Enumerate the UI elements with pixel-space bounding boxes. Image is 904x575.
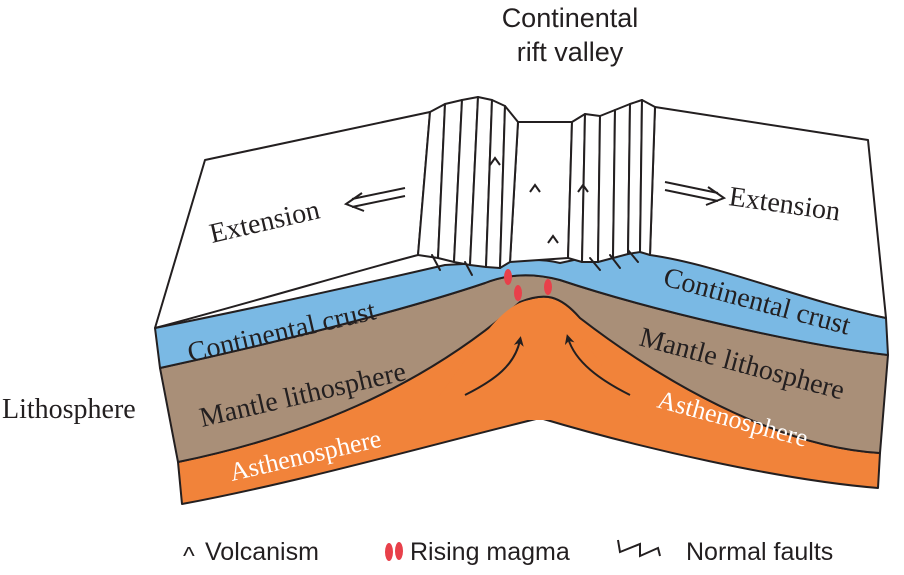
continental-crust-layer bbox=[154, 249, 889, 369]
magma-drop-icon bbox=[504, 269, 512, 285]
volcanism-icon bbox=[577, 183, 589, 193]
title-line-2: rift valley bbox=[517, 37, 624, 67]
magma-drop-icon bbox=[514, 285, 522, 301]
magma-drop-icon bbox=[385, 543, 393, 561]
flow-arrows bbox=[464, 334, 631, 396]
extension-arrow-right bbox=[664, 181, 727, 206]
double-arrow-icon bbox=[664, 181, 719, 194]
volcanism-icon bbox=[529, 183, 541, 193]
rift-floor bbox=[509, 121, 573, 263]
volcanism-icon bbox=[547, 234, 559, 244]
fault-ticks bbox=[431, 249, 639, 276]
rising-magma bbox=[504, 269, 552, 301]
right-fault-steps bbox=[567, 99, 656, 263]
legend: ^ Volcanism Rising magma Normal faults bbox=[183, 538, 833, 570]
right-block-surface bbox=[649, 106, 887, 319]
extension-arrow-left bbox=[343, 187, 406, 212]
title-line-1: Continental bbox=[502, 3, 639, 33]
curved-arrow-icon bbox=[464, 336, 524, 396]
left-fault-steps bbox=[417, 96, 519, 269]
legend-magma: Rising magma bbox=[410, 538, 570, 566]
magma-drop-icon bbox=[395, 542, 403, 560]
double-arrow-icon bbox=[351, 187, 406, 200]
lithosphere-label: Lithosphere bbox=[2, 394, 136, 425]
legend-volcanism: Volcanism bbox=[205, 538, 319, 566]
magma-drop-icon bbox=[544, 279, 552, 295]
legend-faults: Normal faults bbox=[686, 538, 833, 566]
volcanism-carets bbox=[489, 156, 589, 244]
volcanism-icon bbox=[489, 156, 501, 166]
normal-fault-icon bbox=[617, 539, 661, 558]
left-block-surface bbox=[154, 111, 431, 329]
curved-arrow-icon bbox=[564, 334, 631, 396]
volcanism-icon: ^ bbox=[183, 542, 195, 570]
